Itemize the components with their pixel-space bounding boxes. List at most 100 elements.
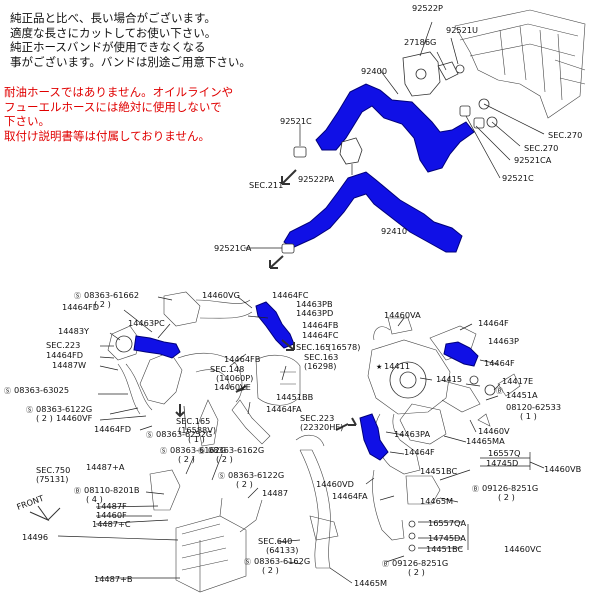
label-sec270-a: SEC.270 xyxy=(548,130,582,140)
hose-14463PD xyxy=(255,301,295,349)
label-08363-6162G-b-qty: ( 2 ) xyxy=(216,454,233,464)
label-92521C-right: 92521C xyxy=(502,173,534,183)
label-08363-6162G-c: 08363-6162G xyxy=(254,556,310,566)
label-08363-61662: 08363-61662 xyxy=(84,290,139,300)
label-front: FRONT xyxy=(15,493,46,512)
hose-14463PA xyxy=(359,413,389,461)
label-09126-8251G-b: 09126-8251G xyxy=(392,558,448,568)
label-14487-A: 14487+A xyxy=(86,462,125,472)
label-sec148: SEC.148 xyxy=(210,364,244,374)
svg-text:Ⓑ: Ⓑ xyxy=(496,387,503,395)
label-08363-6122G-left: 08363-6122G xyxy=(36,404,92,414)
label-14465M: 14465M xyxy=(420,496,453,506)
label-14463PD: 14463PD xyxy=(296,308,333,318)
label-14464FC: 14464FC xyxy=(272,290,309,300)
svg-text:Ⓢ: Ⓢ xyxy=(198,447,205,455)
label-92410: 92410 xyxy=(381,226,407,236)
label-14487-C: 14487+C xyxy=(92,519,131,529)
hose-92400 xyxy=(315,83,475,173)
label-08363-63025: 08363-63025 xyxy=(14,385,69,395)
label-14460VE: 14460VE xyxy=(214,382,251,392)
label-14464FB-a: 14464FB xyxy=(302,320,339,330)
label-sec165-a-ref: (16578) xyxy=(328,342,360,352)
label-08110-8201B-qty: ( 4 ) xyxy=(86,494,103,504)
label-sec223-b: SEC.223 xyxy=(300,413,334,423)
label-sec750: SEC.750 xyxy=(36,465,70,475)
hose-92410 xyxy=(283,171,463,253)
label-sec640: SEC.640 xyxy=(258,536,292,546)
svg-text:Ⓢ: Ⓢ xyxy=(26,406,33,414)
label-sec750-ref: (75131) xyxy=(36,474,68,484)
label-14460F: 14460F xyxy=(96,510,127,520)
label-sec223-a: SEC.223 xyxy=(46,340,80,350)
label-92522P: 92522P xyxy=(412,3,443,13)
label-09126-8251G-a-qty: ( 2 ) xyxy=(498,492,515,502)
label-08363-6162G-b: 08363-6162G xyxy=(208,445,264,455)
label-sec270-b: SEC.270 xyxy=(524,143,558,153)
label-14464F-c: 14464F xyxy=(404,447,435,457)
label-14460VA: 14460VA xyxy=(384,310,421,320)
label-14487-B: 14487+B xyxy=(94,574,133,584)
label-sec165-b-qty: ( 1 ) xyxy=(188,434,205,444)
bolt-callouts: Ⓢ Ⓢ Ⓢ Ⓢ Ⓢ Ⓢ Ⓑ Ⓢ Ⓢ Ⓑ Ⓑ Ⓑ ★ xyxy=(4,292,503,568)
hose-14463P xyxy=(443,341,479,367)
label-14460VD: 14460VD xyxy=(316,479,354,489)
label-08363-6122G-mid: 08363-6122G xyxy=(228,470,284,480)
label-14451BB: 14451BB xyxy=(276,392,314,402)
arrows-lower xyxy=(29,339,357,522)
label-08363-6122G-mid-qty: ( 2 ) xyxy=(236,479,253,489)
label-08120-62533-qty: ( 1 ) xyxy=(520,411,537,421)
label-14460VG: 14460VG xyxy=(202,290,240,300)
label-14464FD-c: 14464FD xyxy=(94,424,131,434)
label-14464FA-a: 14464FA xyxy=(266,404,302,414)
label-sec165-b-ref: (16588V) xyxy=(178,425,216,435)
label-92521CA-lower: 92521CA xyxy=(214,243,252,253)
label-14464FD-b: 14464FD xyxy=(46,350,83,360)
label-92400: 92400 xyxy=(361,66,387,76)
svg-text:Ⓢ: Ⓢ xyxy=(160,447,167,455)
svg-text:Ⓢ: Ⓢ xyxy=(74,292,81,300)
label-92521U: 92521U xyxy=(446,25,478,35)
label-92521CA: 92521CA xyxy=(514,155,552,165)
label-14464FA-b: 14464FA xyxy=(332,491,368,501)
label-sec165-a: SEC.165 xyxy=(296,342,330,352)
label-08120-62533: 08120-62533 xyxy=(506,402,561,412)
label-14487W: 14487W xyxy=(52,360,86,370)
leader-lines-lower xyxy=(57,296,545,584)
label-sec211: SEC.211 xyxy=(249,180,283,190)
label-14463PA: 14463PA xyxy=(394,429,430,439)
label-14463PB: 14463PB xyxy=(296,299,333,309)
label-14487: 14487 xyxy=(262,488,288,498)
label-14451BC-b: 14451BC xyxy=(426,544,464,554)
label-14465M-b: 14465M xyxy=(354,578,387,588)
label-14464FD-a: 14464FD xyxy=(62,302,99,312)
label-14411: 14411 xyxy=(384,361,410,371)
label-sec163-ref: (16298) xyxy=(304,361,336,371)
svg-text:Ⓢ: Ⓢ xyxy=(146,431,153,439)
label-14460VB: 14460VB xyxy=(544,464,582,474)
label-08363-6162G-a: 08363-6162G xyxy=(170,445,226,455)
clamps-right xyxy=(379,69,545,179)
label-16557QA: 16557QA xyxy=(428,518,466,528)
warning-note: 耐油ホースではありません。オイルラインや フューエルホースには絶対に使用しないで… xyxy=(4,87,234,143)
label-09126-8251G-a: 09126-8251G xyxy=(482,483,538,493)
label-08363-61662-qty: ( 2 ) xyxy=(94,299,111,309)
label-14745DA: 14745DA xyxy=(428,533,466,543)
label-14496: 14496 xyxy=(22,532,48,542)
label-14463PC: 14463PC xyxy=(128,318,165,328)
svg-text:Ⓑ: Ⓑ xyxy=(74,487,81,495)
svg-text:★: ★ xyxy=(376,363,382,371)
svg-text:Ⓑ: Ⓑ xyxy=(472,485,479,493)
label-14464FC-b: 14464FC xyxy=(302,330,339,340)
label-sec163: SEC.163 xyxy=(304,352,338,362)
label-14483Y: 14483Y xyxy=(58,326,90,336)
label-14415: 14415 xyxy=(436,374,462,384)
label-08363-6162G-a-qty: ( 2 ) xyxy=(178,454,195,464)
label-27186G: 27186G xyxy=(404,37,436,47)
label-14460VF: 14460VF xyxy=(56,413,93,423)
label-14451A: 14451A xyxy=(506,390,538,400)
bracket-92522P xyxy=(402,21,465,97)
label-08110-8201B: 08110-8201B xyxy=(84,485,140,495)
